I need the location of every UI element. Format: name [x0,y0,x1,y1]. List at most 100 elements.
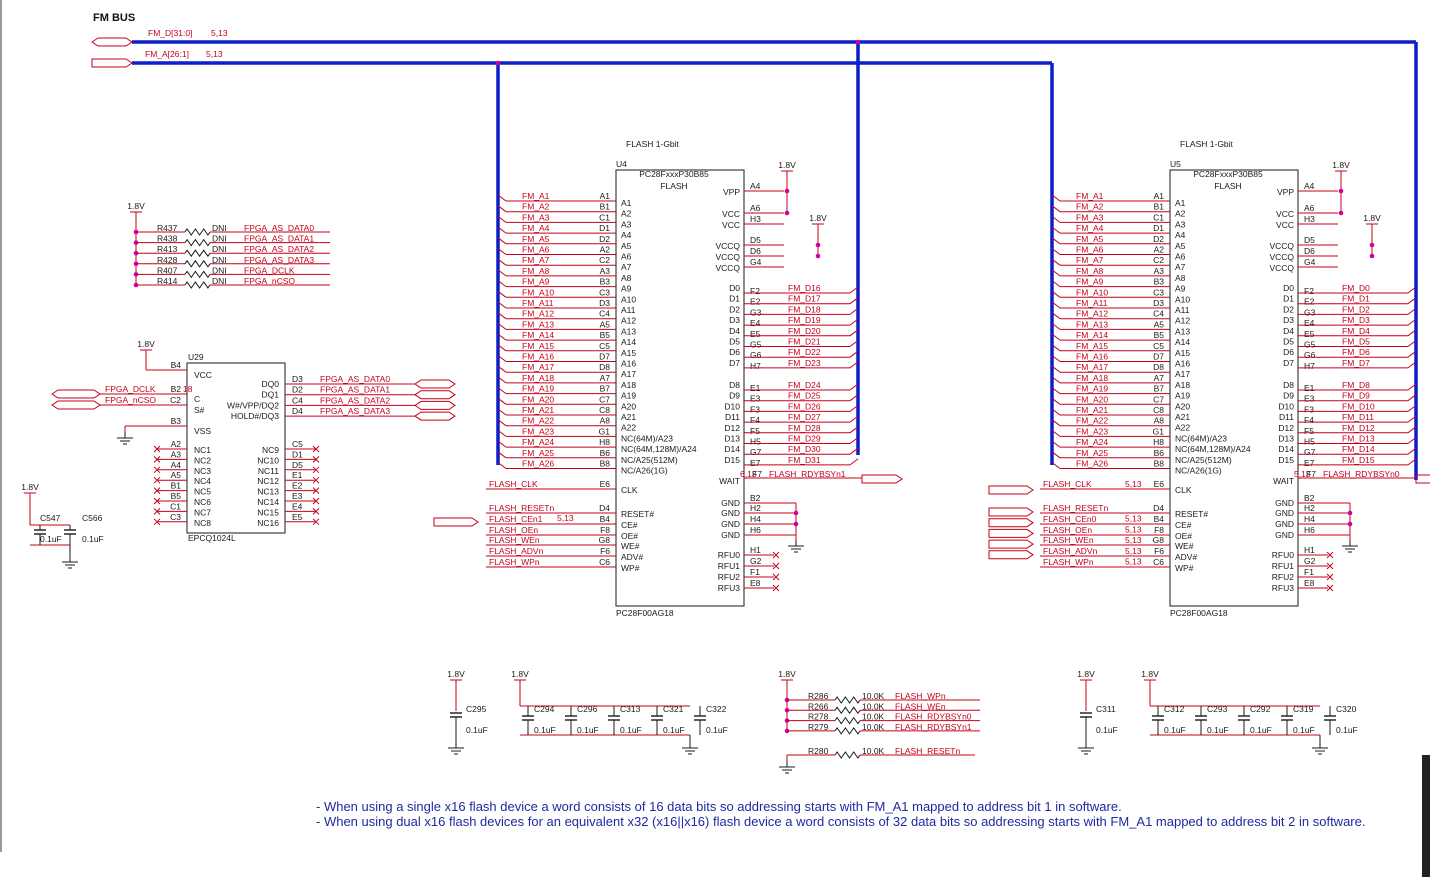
address-net: FM_A15 [1076,341,1108,351]
power-pin: VPP [723,187,740,197]
address-net: FM_A23 [1076,426,1108,436]
pullup-net: FLASH_RDYBSYn1 [895,722,972,732]
bus-entry [497,258,507,266]
resistor-value: DNI [212,244,227,254]
data-pin: D6 [1283,347,1294,357]
pullup-ref: R279 [808,722,829,732]
data-ball: G3 [1304,307,1316,317]
bus-entry [1051,344,1061,352]
capacitor-ref: C547 [40,513,61,523]
data-net: FM_D0 [1342,283,1370,293]
power-ball: H3 [750,214,761,224]
u29-io-pin: DQ1 [262,390,280,400]
address-ball: B3 [1154,277,1165,287]
address-ball: H8 [1153,437,1164,447]
control-pin: OE# [1175,531,1192,541]
rfu-ball: H1 [750,545,761,555]
capacitor-ref: C313 [620,704,641,714]
no-connect-mark [312,518,320,526]
data-net: FM_D14 [1342,444,1375,454]
resistor-zigzag [184,281,211,289]
u4-cen-ref: 5,13 [557,513,574,523]
resistor-zigzag [834,706,861,715]
address-pin: A3 [621,219,632,229]
data-ball: F2 [1304,286,1314,296]
address-net: FM_A4 [522,223,550,233]
address-pin: A12 [1175,316,1190,326]
address-net: FM_A10 [1076,287,1108,297]
nc-ball: A5 [171,470,182,480]
capacitor-value: 0.1uF [577,725,599,735]
control-pin: CE# [1175,520,1192,530]
power-ball: H3 [1304,214,1315,224]
control-ball: D4 [1153,503,1164,513]
address-pin: NC/A25(512M) [621,455,678,465]
nc-pin: NC9 [262,445,279,455]
nc-ball: B5 [171,491,182,501]
scrollbar-thumb[interactable] [1422,755,1430,877]
address-pin: A5 [1175,241,1186,251]
gnd-ball: H2 [1304,503,1315,513]
cap-power: 1.8V [21,482,39,492]
no-connect-mark [153,487,161,494]
data-net: FM_D24 [788,380,821,390]
address-pin: A18 [1175,380,1190,390]
data-pin: D7 [729,358,740,368]
gnd-ball: H4 [1304,514,1315,524]
address-ball: D1 [599,223,610,233]
nc-ball: C5 [292,439,303,449]
data-net: FM_D6 [1342,347,1370,357]
capacitor-ref: C311 [1096,704,1116,714]
address-ball: D2 [599,234,610,244]
capacitor-value: 0.1uF [663,725,685,735]
capacitor-value: 0.1uF [1250,725,1272,735]
capacitor-value: 0.1uF [1207,725,1229,735]
address-pin: A13 [621,326,636,336]
junction-dot [784,210,790,216]
port-arrow [433,517,479,527]
no-connect-mark [312,466,320,474]
u29-in-net: FPGA_DCLK [105,384,156,394]
address-pin: A21 [1175,412,1190,422]
address-pin: NC(64M,128M)/A24 [621,444,697,454]
address-ball: A2 [1154,245,1165,255]
data-net: FM_D26 [788,401,821,411]
u5-body [1169,169,1299,607]
bus-entry [1051,451,1061,459]
rfu-ball: F1 [1304,567,1314,577]
no-connect-mark [772,551,780,559]
nc-pin: NC5 [194,487,211,497]
data-net: FM_D1 [1342,294,1370,304]
bus-entry [1051,205,1061,213]
bus-entry [1407,297,1417,305]
address-pin: A10 [621,294,636,304]
pullup-value: 10.0K [862,691,885,701]
no-connect-mark [312,487,320,494]
nc-ball: E5 [292,512,303,522]
data-ball: H5 [750,437,761,447]
bus-entry [1051,269,1061,277]
address-pin: A17 [1175,369,1190,379]
u29-io-net: FPGA_AS_DATA2 [320,395,390,405]
address-ball: D3 [1153,298,1164,308]
data-net: FM_D19 [788,315,821,325]
port-arrow [91,58,133,68]
address-pin: A15 [1175,348,1190,358]
control-pin: CLK [1175,485,1192,495]
data-net: FM_D18 [788,304,821,314]
address-pin: A13 [1175,326,1190,336]
address-ball: A5 [1154,319,1165,329]
u5-caps-power-b: 1.8V [1141,669,1159,679]
address-pin: A19 [1175,391,1190,401]
address-ball: C8 [599,405,610,415]
resistor-zigzag [184,259,211,268]
bus-entry [497,269,507,277]
resistor-ref: R414 [157,276,178,286]
address-net: FM_A13 [1076,319,1108,329]
control-pin: CE# [621,520,638,530]
control-ball: E6 [1154,479,1165,489]
power-pin: VCCQ [1269,252,1294,262]
resistor-zigzag [184,228,211,236]
control-ball: B4 [600,514,611,524]
no-connect-mark [1326,551,1334,559]
